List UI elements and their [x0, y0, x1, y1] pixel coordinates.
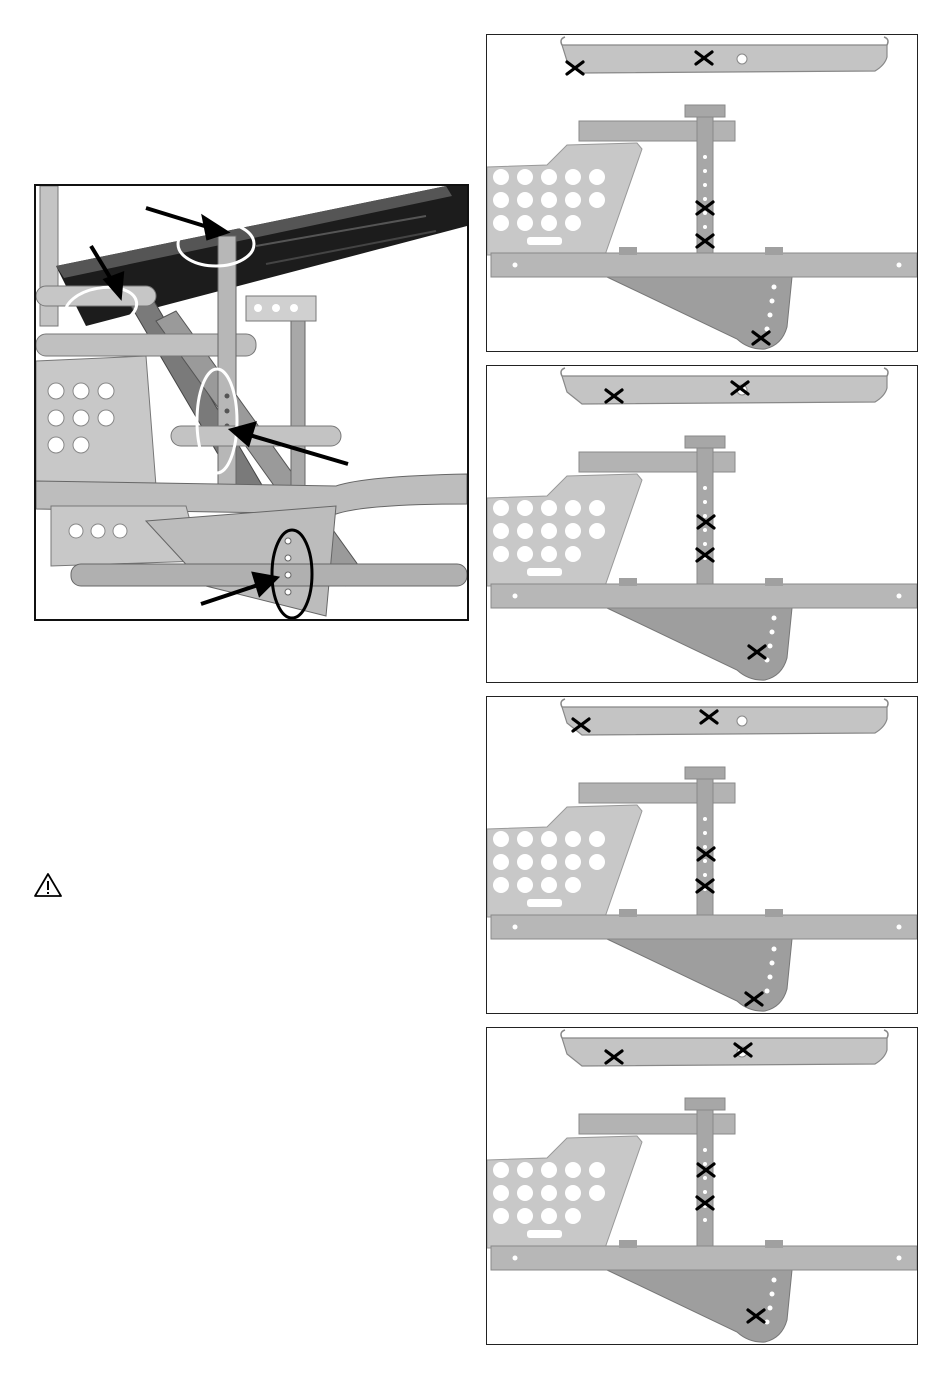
mount-position-panel-2	[486, 365, 918, 683]
warning-triangle-icon	[33, 872, 63, 898]
mount-position-panel-4	[486, 1027, 918, 1345]
mount-position-panel-3	[486, 696, 918, 1014]
frame-assembly-illustration	[34, 184, 469, 621]
mount-position-panel-1	[486, 34, 918, 352]
